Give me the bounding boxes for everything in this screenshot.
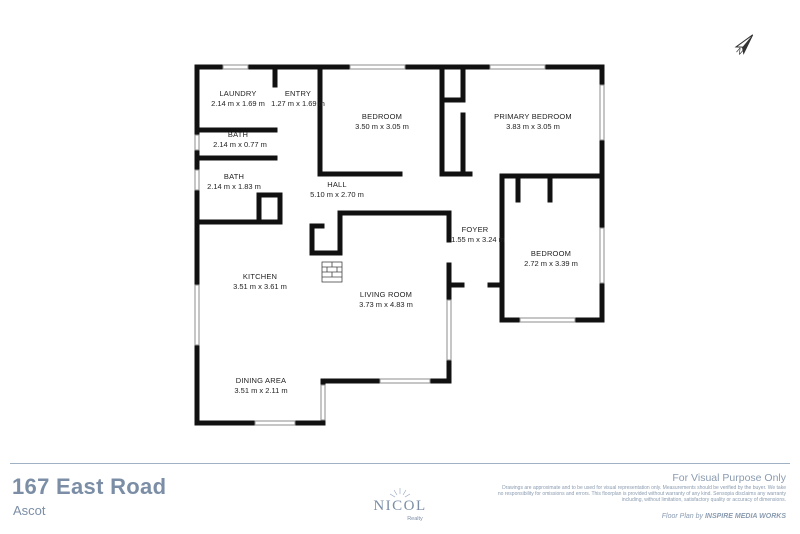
living-room-name: LIVING ROOM bbox=[360, 290, 412, 299]
entry-dim: 1.27 m x 1.69 m bbox=[271, 99, 325, 108]
logo-wordmark: NICOL bbox=[373, 498, 426, 514]
bedroom2-dim: 2.72 m x 3.39 m bbox=[524, 259, 578, 268]
kitchen-dim: 3.51 m x 3.61 m bbox=[233, 282, 287, 291]
windows bbox=[194, 64, 605, 426]
fireplace-icon bbox=[321, 261, 343, 283]
hall-dim: 5.10 m x 2.70 m bbox=[310, 190, 364, 199]
bath1-name: BATH bbox=[228, 130, 248, 139]
north-letter: N bbox=[734, 46, 744, 57]
credit-prefix: Floor Plan by bbox=[661, 513, 704, 520]
dining-area-name: DINING AREA bbox=[236, 376, 287, 385]
primary-bedroom-name: PRIMARY BEDROOM bbox=[494, 112, 572, 121]
foyer-name: FOYER bbox=[462, 225, 489, 234]
floor-plan: N LAUNDRY 2.14 m x 1.69 m ENTRY 1.27 m x… bbox=[194, 34, 754, 426]
credit-company: INSPIRE MEDIA WORKS bbox=[704, 513, 786, 520]
floor-plan-credit: Floor Plan by INSPIRE MEDIA WORKS bbox=[662, 513, 786, 520]
primary-bedroom-dim: 3.83 m x 3.05 m bbox=[506, 122, 560, 131]
property-suburb: Ascot bbox=[13, 503, 46, 518]
living-room-dim: 3.73 m x 4.83 m bbox=[359, 300, 413, 309]
footer-divider bbox=[10, 463, 790, 464]
laundry-name: LAUNDRY bbox=[219, 89, 256, 98]
disclaimer-text: Drawings are approximate and to be used … bbox=[497, 485, 786, 503]
north-arrow-icon bbox=[734, 34, 754, 55]
bath2-name: BATH bbox=[224, 172, 244, 181]
bath2-dim: 2.14 m x 1.83 m bbox=[207, 182, 261, 191]
bedroom1-name: BEDROOM bbox=[362, 112, 402, 121]
logo-subtext: Realty bbox=[407, 516, 423, 522]
foyer-dim: 1.55 m x 3.24 m bbox=[451, 235, 505, 244]
kitchen-name: KITCHEN bbox=[243, 272, 277, 281]
bath1-dim: 2.14 m x 0.77 m bbox=[213, 140, 267, 149]
dining-area-dim: 3.51 m x 2.11 m bbox=[234, 386, 287, 395]
bedroom2-name: BEDROOM bbox=[531, 249, 571, 258]
visual-purpose-note: For Visual Purpose Only bbox=[672, 472, 786, 484]
nicol-realty-logo: NICOL Realty bbox=[373, 488, 426, 522]
laundry-dim: 2.14 m x 1.69 m bbox=[211, 99, 265, 108]
property-address: 167 East Road bbox=[12, 474, 167, 499]
entry-name: ENTRY bbox=[285, 89, 311, 98]
hall-name: HALL bbox=[327, 180, 347, 189]
bedroom1-dim: 3.50 m x 3.05 m bbox=[355, 122, 409, 131]
